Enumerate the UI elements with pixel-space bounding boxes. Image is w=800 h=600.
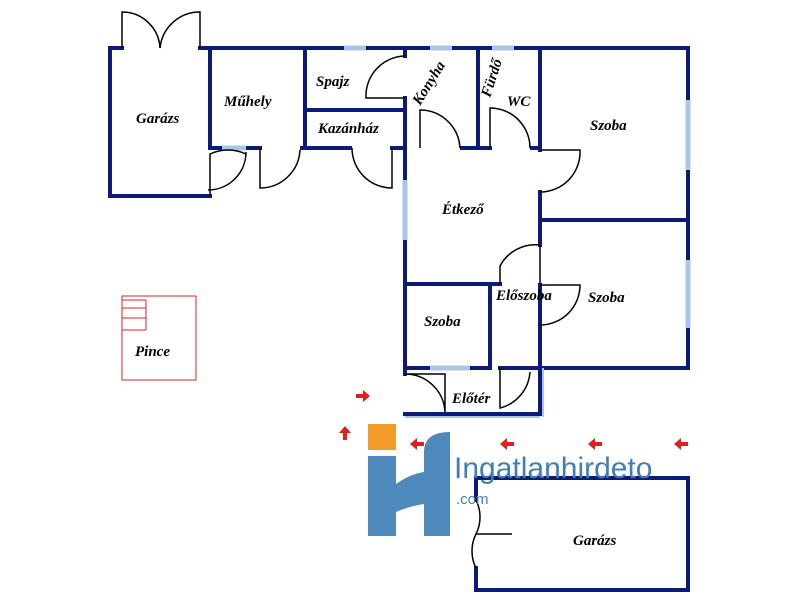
arrow-left-3 — [588, 438, 602, 450]
arrow-left-1 — [410, 438, 424, 450]
walls — [108, 46, 690, 592]
label-garazs-top: Garázs — [136, 111, 180, 127]
door-eloter-inner — [499, 368, 531, 409]
door-wc — [489, 107, 531, 149]
windows — [222, 45, 691, 418]
logo-h-mark-icon — [368, 432, 450, 536]
pince-stairs — [122, 299, 147, 331]
arrow-up — [339, 426, 351, 440]
wall-right — [538, 46, 690, 370]
arrows — [339, 390, 688, 450]
pince-box — [121, 295, 197, 381]
arrow-left-4 — [674, 438, 688, 450]
label-szoba-right: Szoba — [588, 290, 625, 306]
label-szoba-small: Szoba — [424, 314, 461, 330]
wall-eloter — [403, 366, 542, 416]
door-garage-top-right — [159, 11, 201, 49]
label-konyha: Konyha — [409, 58, 449, 109]
door-konyha — [419, 109, 461, 149]
door-entrance — [404, 373, 446, 413]
label-pince: Pince — [135, 344, 170, 360]
label-spajz: Spajz — [316, 74, 350, 90]
door-muhely — [259, 148, 301, 189]
door-kazanhaz — [351, 147, 393, 189]
arrow-left-2 — [500, 438, 514, 450]
pince-outline — [121, 295, 197, 381]
label-wc: WC — [507, 94, 531, 110]
door-spajz — [365, 55, 406, 99]
label-muhely: Műhely — [223, 94, 272, 110]
logo-orange-quarter-icon — [368, 424, 396, 450]
label-etkezo: Étkező — [441, 201, 485, 218]
label-garazs-bottom: Garázs — [573, 533, 617, 549]
label-kazanhaz: Kazánház — [317, 121, 379, 137]
watermark-brand: Ingatlanhirdeto — [454, 452, 653, 485]
door-garage-top-left — [121, 11, 161, 49]
door-eloszoba — [499, 243, 541, 284]
label-szoba-top: Szoba — [590, 118, 627, 134]
arrow-right — [356, 390, 370, 402]
label-eloszoba: Előszoba — [495, 288, 552, 304]
doors — [121, 11, 581, 569]
label-eloter: Előtér — [451, 391, 490, 407]
door-szoba-right — [539, 284, 581, 326]
label-furdo: Fürdő — [478, 56, 506, 101]
watermark-domain: .com — [456, 491, 489, 508]
wall-garage-bottom — [474, 476, 690, 592]
door-garage-side — [209, 149, 247, 196]
watermark-logo: Ingatlanhirdeto .com — [368, 424, 653, 536]
door-szoba-top — [539, 149, 581, 193]
door-garage-side-arc — [207, 151, 247, 191]
